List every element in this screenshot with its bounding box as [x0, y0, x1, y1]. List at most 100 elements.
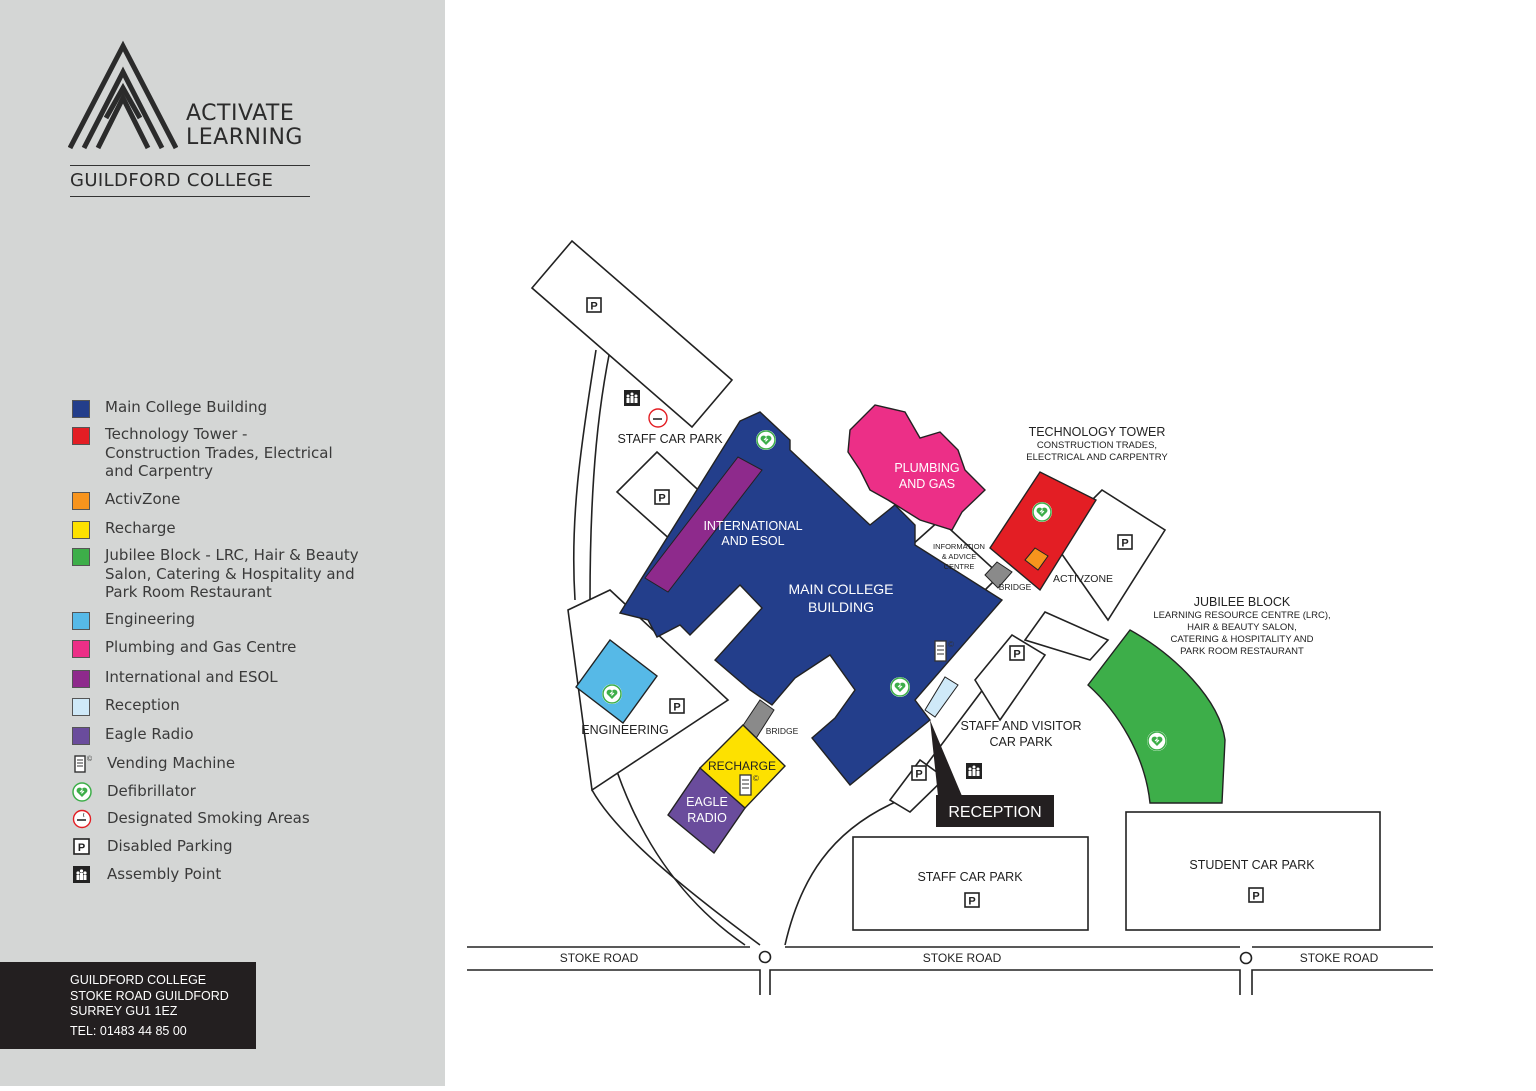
technology-tower-block: [989, 471, 1098, 592]
activate-learning-logo: ACTIVATE LEARNING GUILDFORD COLLEGE: [68, 40, 313, 200]
engineering-yard: [567, 589, 730, 792]
staff-visitor-car-park-label: STAFF AND VISITOR: [960, 719, 1081, 733]
legend-item-technology-tower: Technology Tower - Construction Trades, …: [72, 425, 333, 481]
legend-label: Main College Building: [105, 398, 268, 416]
main-college-label: BUILDING: [808, 599, 874, 615]
legend-label: Eagle Radio: [105, 725, 194, 743]
smoking-area-icon: [648, 408, 668, 428]
technology-tower-title: TECHNOLOGY TOWER: [1029, 425, 1166, 439]
parking-symbol-icon: [1248, 887, 1264, 904]
legend-swatch: [72, 727, 90, 745]
activzone-block: [1024, 547, 1049, 571]
legend-label: Reception: [105, 696, 180, 714]
engineering-label: ENGINEERING: [581, 723, 669, 737]
parking-symbol-icon: [1117, 534, 1133, 551]
roundabout-east-icon: [1239, 951, 1253, 965]
reception-block: [924, 676, 959, 718]
address-box: GUILDFORD COLLEGE STOKE ROAD GUILDFORD S…: [0, 962, 256, 1049]
legend-item-activzone: ActivZone: [72, 490, 180, 510]
reception-callout-pointer: [930, 720, 962, 796]
recharge-label: RECHARGE: [708, 759, 776, 773]
address-line-2: STOKE ROAD GUILDFORD: [70, 989, 229, 1003]
svg-text:P: P: [78, 842, 85, 854]
international-esol-block: [644, 456, 763, 593]
reception-callout-label: RECEPTION: [948, 804, 1041, 821]
assembly-point-icon: [966, 763, 982, 779]
defibrillator-icon: [755, 429, 777, 451]
activzone-label: ACTIVZONE: [1053, 573, 1113, 585]
access-road: [572, 349, 1021, 946]
legend-item-eagle-radio: Eagle Radio: [72, 725, 194, 745]
student-car-park-label: STUDENT CAR PARK: [1189, 858, 1315, 872]
legend-item-disabled-parking: P Disabled Parking: [72, 837, 233, 857]
disabled-parking-icon: P: [73, 838, 90, 855]
bridge-south-label: BRIDGE: [766, 726, 799, 736]
plumbing-gas-label: AND GAS: [899, 477, 955, 491]
vending-machine-icon: ©: [74, 755, 92, 773]
legend-item-plumbing-gas: Plumbing and Gas Centre: [72, 638, 296, 658]
main-college-label: MAIN COLLEGE: [788, 581, 893, 597]
legend-item-recharge: Recharge: [72, 519, 176, 539]
parking-symbol-icon: [586, 297, 602, 314]
legend-item-assembly: Assembly Point: [72, 865, 221, 885]
student-car-park: [1125, 811, 1381, 931]
legend-label: Disabled Parking: [107, 837, 233, 855]
legend-item-defibrillator: Defibrillator: [72, 782, 196, 802]
legend-label: Technology Tower - Construction Trades, …: [105, 425, 333, 480]
college-name: GUILDFORD COLLEGE: [70, 170, 274, 191]
logo-mark-icon: [68, 40, 178, 150]
brand-rule-top: [70, 165, 310, 166]
legend-label: Plumbing and Gas Centre: [105, 638, 297, 656]
address-telephone: TEL: 01483 44 85 00: [70, 1024, 187, 1038]
stoke-road-label: STOKE ROAD: [1300, 951, 1379, 965]
car-park-strip: [1023, 611, 1110, 661]
stoke-road-label: STOKE ROAD: [560, 951, 639, 965]
legend-item-international-esol: International and ESOL: [72, 668, 278, 688]
parking-symbol-icon: [1009, 645, 1025, 662]
bridge-north: [984, 561, 1013, 589]
legend-label: Engineering: [105, 610, 195, 628]
staff-car-park-nw: [530, 239, 734, 429]
defibrillator-icon: [1031, 501, 1053, 523]
jubilee-subtitle: LEARNING RESOURCE CENTRE (LRC),: [1153, 610, 1330, 621]
legend-swatch: [72, 670, 90, 688]
defibrillator-icon: [72, 782, 92, 802]
legend-swatch: [72, 548, 90, 566]
legend-swatch: [72, 640, 90, 658]
legend-swatch: [72, 612, 90, 630]
parking-symbol-icon: [964, 892, 980, 909]
staff-car-park-nw-label: STAFF CAR PARK: [617, 432, 723, 446]
info-advice-label: INFORMATION: [933, 542, 985, 551]
brand-line-2: LEARNING: [186, 125, 303, 150]
legend-label: Recharge: [105, 519, 176, 537]
jubilee-subtitle: CATERING & HOSPITALITY AND: [1170, 634, 1313, 645]
legend-item-smoking: Designated Smoking Areas: [72, 809, 310, 829]
legend-swatch: [72, 492, 90, 510]
legend-label: ActivZone: [105, 490, 181, 508]
roundabout-west-icon: [758, 950, 772, 964]
legend-item-reception: Reception: [72, 696, 180, 716]
defibrillator-icon: [889, 676, 911, 698]
legend-label: Assembly Point: [107, 865, 222, 883]
jubilee-title: JUBILEE BLOCK: [1194, 595, 1291, 609]
staff-visitor-car-park-label: CAR PARK: [990, 735, 1054, 749]
jubilee-subtitle: PARK ROOM RESTAURANT: [1180, 646, 1304, 657]
plumbing-gas-label: PLUMBING: [894, 461, 959, 475]
legend-swatch: [72, 400, 90, 418]
stoke-road: [467, 946, 1433, 995]
address-line-1: GUILDFORD COLLEGE: [70, 973, 207, 987]
legend-label: Vending Machine: [107, 754, 236, 772]
jubilee-subtitle: HAIR & BEAUTY SALON,: [1187, 622, 1297, 633]
legend-label: Designated Smoking Areas: [107, 809, 310, 827]
parking-symbol-icon: [654, 489, 670, 506]
eagle-radio-label: RADIO: [687, 811, 727, 825]
staff-visitor-block-1: [974, 633, 1047, 722]
legend-swatch: [72, 427, 90, 445]
staff-car-park-south-label: STAFF CAR PARK: [917, 870, 1023, 884]
bridge-north-label: BRIDGE: [999, 582, 1032, 592]
assembly-point-icon: [624, 390, 640, 406]
international-esol-label: AND ESOL: [721, 534, 784, 548]
staff-car-park-south: [852, 836, 1089, 931]
legend-label: Jubilee Block - LRC, Hair & Beauty Salon…: [105, 546, 359, 601]
legend-item-main-college: Main College Building: [72, 398, 267, 418]
